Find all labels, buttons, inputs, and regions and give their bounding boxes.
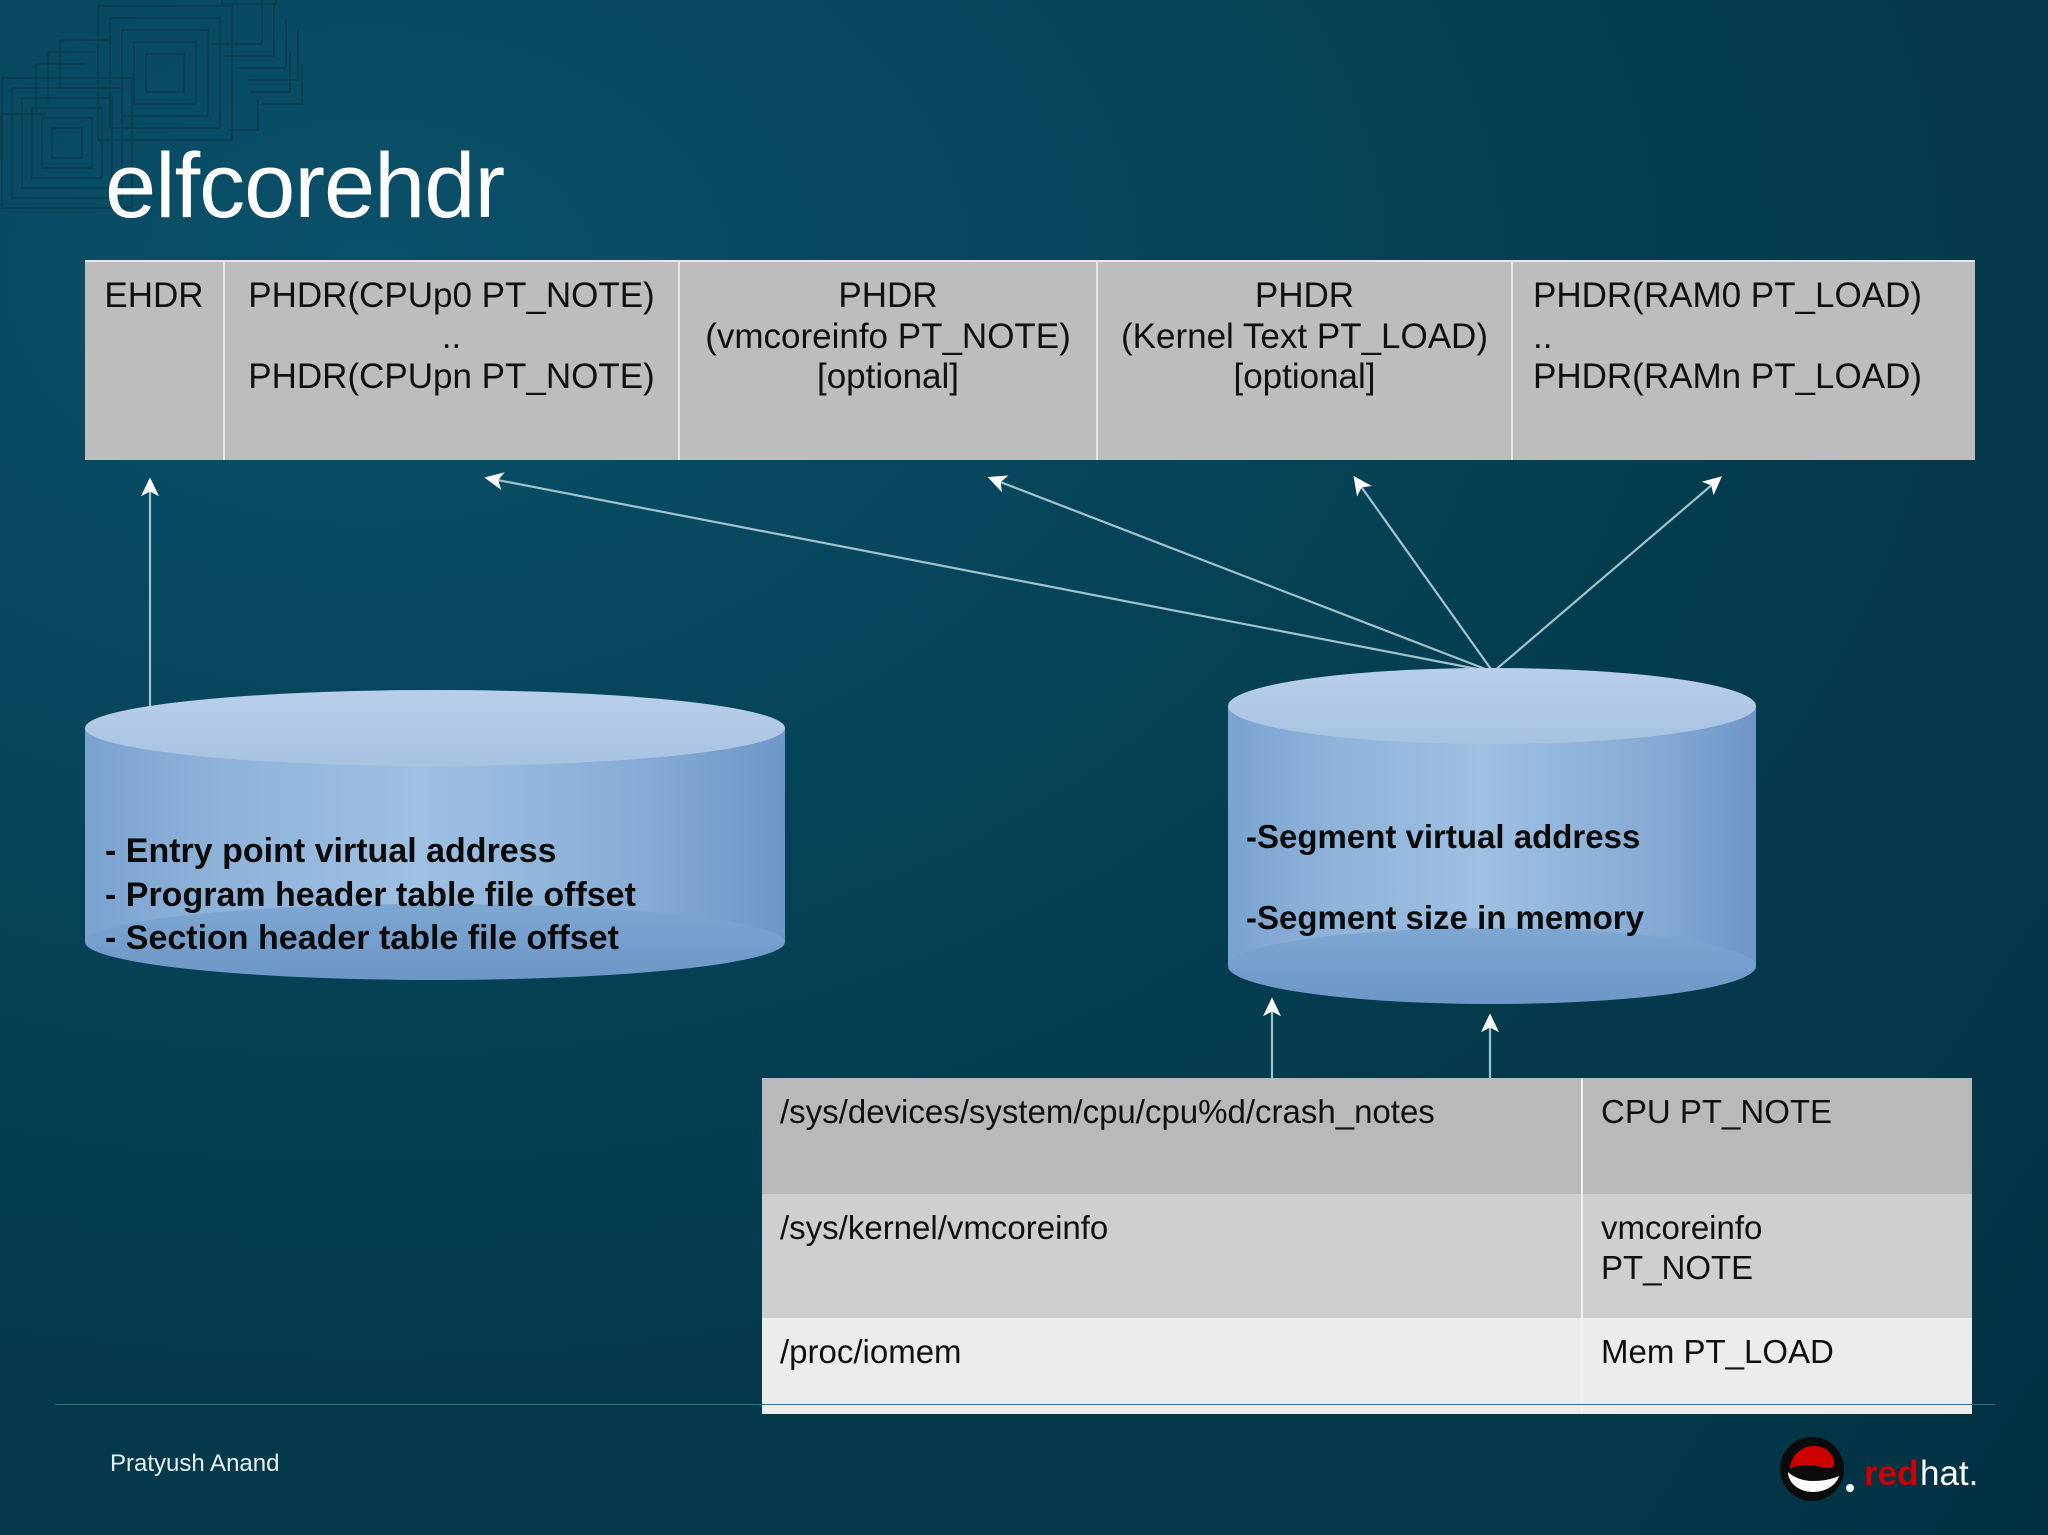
source-type: vmcoreinfo PT_NOTE — [1581, 1194, 1972, 1318]
hdr-cell-line: .. — [441, 316, 462, 356]
author-name: Pratyush Anand — [110, 1450, 280, 1477]
hdr-cell-kernel-text-load: PHDR (Kernel Text PT_LOAD) [optional] — [1098, 262, 1513, 460]
hdr-cell-line: PHDR — [1254, 276, 1355, 315]
hdr-cell-line: PHDR(RAMn PT_LOAD) — [1533, 357, 1922, 397]
phdr-cylinder-text: -Segment virtual address -Segment size i… — [1246, 816, 1644, 940]
ehdr-bullet: - Entry point virtual address — [105, 832, 557, 870]
cylinder-bottom — [85, 904, 785, 980]
hdr-cell-vmcoreinfo-note: PHDR (vmcoreinfo PT_NOTE) [optional] — [680, 262, 1098, 460]
ehdr-cylinder: - Entry point virtual address - Program … — [85, 690, 785, 980]
svg-text:red: red — [1864, 1454, 1918, 1493]
arrow-kernel-text — [1353, 475, 1494, 673]
arrow-ram-load — [1492, 476, 1723, 673]
source-path: /proc/iomem — [762, 1318, 1582, 1414]
cylinder-top — [85, 690, 785, 766]
phdr-cylinder: -Segment virtual address -Segment size i… — [1228, 668, 1756, 1004]
ehdr-bullet: - Program header table file offset — [105, 875, 636, 914]
footer-divider — [55, 1404, 1995, 1405]
hdr-cell-line: PHDR(CPUp0 PT_NOTE) — [248, 276, 655, 315]
table-row: /sys/devices/system/cpu/cpu%d/crash_note… — [762, 1078, 1972, 1194]
source-type: CPU PT_NOTE — [1581, 1078, 1972, 1194]
arrow-cpu-notes — [484, 472, 1494, 674]
hdr-cell-line: (Kernel Text PT_LOAD) — [1121, 316, 1488, 356]
source-path: /sys/kernel/vmcoreinfo — [762, 1194, 1582, 1318]
source-type: Mem PT_LOAD — [1581, 1318, 1972, 1414]
hdr-cell-cpu-notes: PHDR(CPUp0 PT_NOTE) .. PHDR(CPUpn PT_NOT… — [225, 262, 680, 460]
hdr-cell-line: [optional] — [816, 357, 960, 397]
hdr-cell-line: PHDR(CPUpn PT_NOTE) — [248, 357, 655, 397]
phdr-bullet: -Segment size in memory — [1246, 898, 1644, 936]
hdr-cell-ram-load: PHDR(RAM0 PT_LOAD) .. PHDR(RAMn PT_LOAD) — [1513, 262, 1975, 460]
hdr-cell-line: .. — [1533, 316, 1553, 356]
hdr-cell-line: (vmcoreinfo PT_NOTE) — [705, 316, 1071, 356]
page-title: elfcorehdr — [105, 135, 505, 237]
ehdr-cylinder-text: - Entry point virtual address - Program … — [105, 830, 636, 961]
source-mapping-table: /sys/devices/system/cpu/cpu%d/crash_note… — [762, 1078, 1972, 1414]
svg-text:hat.: hat. — [1920, 1454, 1978, 1493]
hdr-cell-line: PHDR(RAM0 PT_LOAD) — [1533, 276, 1922, 315]
cylinder-top — [1228, 668, 1756, 744]
table-row: /proc/iomem Mem PT_LOAD — [762, 1318, 1972, 1414]
cylinder-bottom — [1228, 928, 1756, 1004]
hdr-cell-line: EHDR — [104, 276, 204, 315]
hdr-cell-ehdr: EHDR — [85, 262, 225, 460]
hdr-cell-line: PHDR — [838, 276, 938, 315]
cylinder-body — [1228, 706, 1756, 966]
arrow-vmcoreinfo — [987, 475, 1494, 674]
source-path: /sys/devices/system/cpu/cpu%d/crash_note… — [762, 1078, 1582, 1194]
hdr-cell-line: [optional] — [1233, 357, 1376, 397]
phdr-bullet: -Segment virtual address — [1246, 818, 1641, 855]
elfcorehdr-layout-table: EHDR PHDR(CPUp0 PT_NOTE) .. PHDR(CPUpn P… — [85, 260, 1975, 460]
ehdr-bullet: - Section header table file offset — [105, 919, 619, 958]
table-row: /sys/kernel/vmcoreinfo vmcoreinfo PT_NOT… — [762, 1194, 1972, 1318]
redhat-logo: red hat. — [1780, 1437, 1978, 1501]
spacer — [1246, 859, 1644, 897]
